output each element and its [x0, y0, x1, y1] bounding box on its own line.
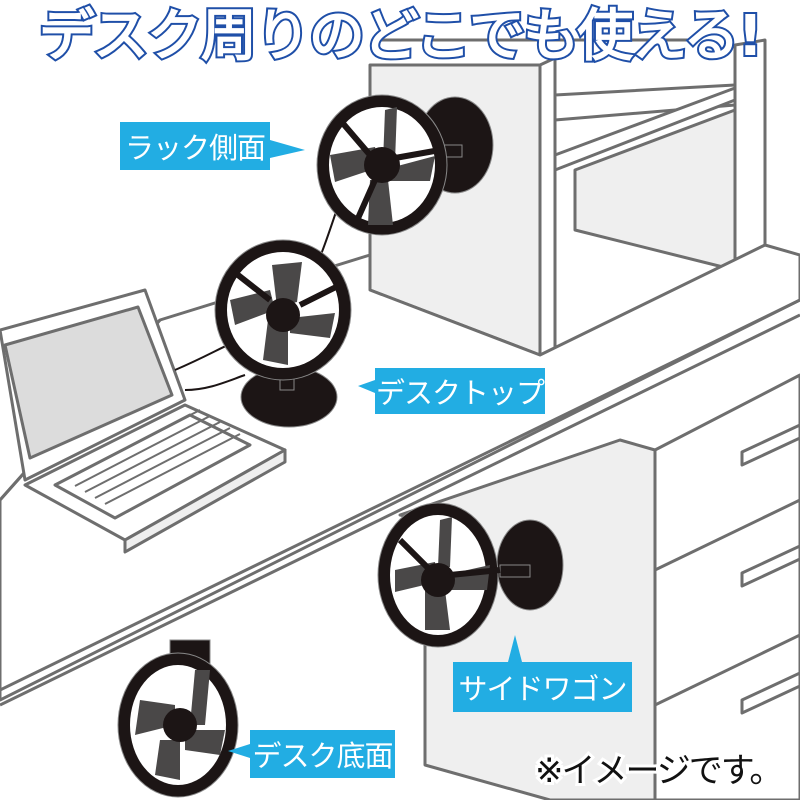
- fan-desktop: [214, 239, 352, 428]
- laptop-keyboard: [64, 409, 241, 505]
- label-desk-bottom: デスク底面: [250, 730, 395, 778]
- headline: デスク周りのどこでも使える!: [37, 2, 765, 71]
- fan-side-wagon: [377, 502, 564, 648]
- image-disclaimer-note: ※イメージです。: [532, 748, 786, 794]
- label-pointers: [228, 140, 522, 758]
- fan-rack-side: [316, 94, 494, 236]
- fan-desk-bottom: [117, 639, 239, 798]
- rack: [368, 38, 767, 357]
- laptop: [0, 288, 287, 554]
- label-desktop: デスクトップ: [375, 368, 545, 414]
- label-rack-side: ラック側面: [120, 122, 270, 170]
- label-side-wagon: サイドワゴン: [453, 662, 632, 712]
